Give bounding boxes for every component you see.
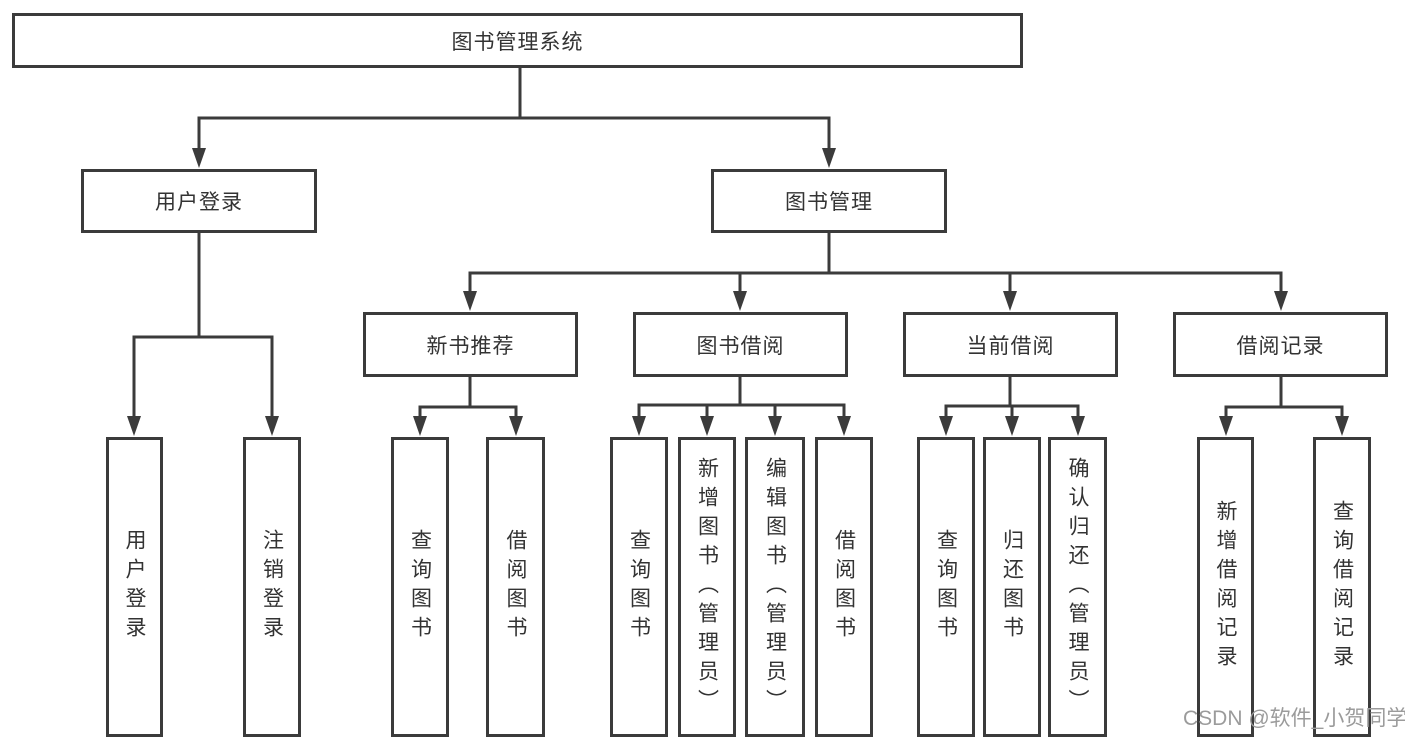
leaf-borrow-books: 借阅图书 <box>486 437 545 737</box>
leaf-add-borrow-record: 新增借阅记录 <box>1197 437 1254 737</box>
node-current-borrowing: 当前借阅 <box>903 312 1118 377</box>
leaf-edit-books-admin: 编辑图书（管理员） <box>745 437 805 737</box>
leaf-return-books: 归还图书 <box>983 437 1041 737</box>
node-label: 新增借阅记录 <box>1214 500 1237 674</box>
leaf-borrow-books: 借阅图书 <box>815 437 873 737</box>
leaf-user-login: 用户登录 <box>106 437 163 737</box>
leaf-logout: 注销登录 <box>243 437 301 737</box>
node-label: 借阅图书 <box>832 529 856 645</box>
node-label: 确认归还（管理员） <box>1066 456 1089 718</box>
node-label: 归还图书 <box>1000 529 1024 645</box>
node-library-management-system: 图书管理系统 <box>12 13 1023 68</box>
node-label: 图书管理 <box>785 191 873 214</box>
node-label: 查询图书 <box>627 529 651 645</box>
leaf-query-books: 查询图书 <box>391 437 449 737</box>
node-book-management: 图书管理 <box>711 169 947 233</box>
node-label: 查询借阅记录 <box>1330 500 1354 674</box>
node-borrowing-records: 借阅记录 <box>1173 312 1388 377</box>
node-label: 查询图书 <box>934 529 958 645</box>
node-label: 当前借阅 <box>966 334 1055 358</box>
node-label: 用户登录 <box>155 191 243 214</box>
leaf-query-books: 查询图书 <box>610 437 668 737</box>
node-label: 图书借阅 <box>696 334 785 358</box>
node-user-login: 用户登录 <box>81 169 317 233</box>
node-new-book-recommendation: 新书推荐 <box>363 312 578 377</box>
node-label: 查询图书 <box>408 529 432 645</box>
leaf-add-books-admin: 新增图书（管理员） <box>678 437 736 737</box>
node-label: 借阅记录 <box>1236 334 1325 358</box>
node-book-borrowing: 图书借阅 <box>633 312 848 377</box>
csdn-watermark: CSDN @软件_小贺同学 <box>1183 707 1405 730</box>
node-label: 借阅图书 <box>504 529 527 645</box>
leaf-confirm-return-admin: 确认归还（管理员） <box>1048 437 1107 737</box>
node-label: 编辑图书（管理员） <box>763 456 787 718</box>
leaf-query-borrow-record: 查询借阅记录 <box>1313 437 1371 737</box>
leaf-query-books: 查询图书 <box>917 437 975 737</box>
node-label: 用户登录 <box>123 529 146 645</box>
node-label: 图书管理系统 <box>451 30 584 54</box>
node-label: 新书推荐 <box>426 334 515 358</box>
node-label: 新增图书（管理员） <box>695 456 719 718</box>
node-label: 注销登录 <box>260 529 284 645</box>
